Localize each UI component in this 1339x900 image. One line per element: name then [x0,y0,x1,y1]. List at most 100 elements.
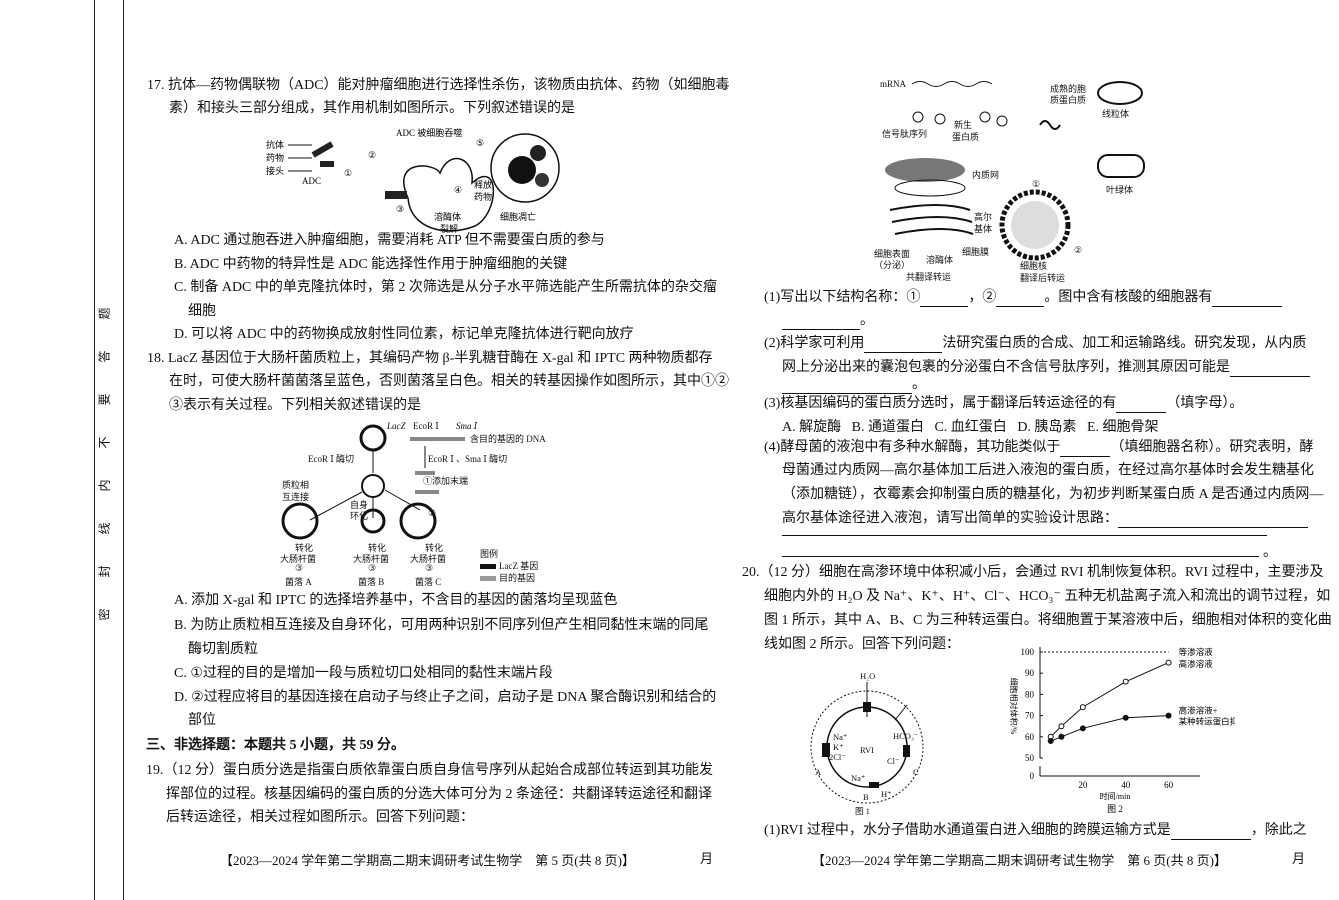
answer-line[interactable] [782,556,1259,557]
page-footer-5: 【2023—2024 学年第二学期高二期末调研考试生物学 第 5 页(共 8 页… [220,853,635,868]
answer-blank-8[interactable] [1118,513,1308,528]
label-golgi-1: 高尔 [974,211,992,222]
q19-part-2-cont: 网上分泌出来的囊泡包裹的分泌蛋白不含信号肽序列，推测其原因可能是 [782,359,1310,377]
q18-option-a: A. 添加 X-gal 和 IPTC 的选择培养基中，不含目的基因的菌落均呈现蓝… [174,593,618,608]
folded-protein-icon [1039,120,1061,130]
q18-option-d: D. ②过程应将目的基因连接在启动子与终止子之间，启动子是 DNA 聚合酶识别和… [174,690,717,705]
x-axis-label: 时间/min [1100,791,1131,801]
q18-stem-2: 在时，可使大肠杆菌菌落呈蓝色，否则菌落呈白色。相关的转基因操作如图所示，其中①② [169,374,729,389]
label-b: B [863,792,869,802]
y-tick-label: 0 [1030,771,1035,781]
answer-blank-7[interactable] [1060,442,1111,457]
q17-stem-2: 素）和接头三部分组成，其作用机制如图所示。下列叙述错误的是 [169,101,575,116]
label-mrna: mRNA [880,79,907,89]
x-tick-label: 40 [1121,780,1131,790]
q20-stem-4: 线如图 2 所示。回答下列问题： [764,637,960,652]
section-heading: 三、非选择题：本题共 5 小题，共 59 分。 [146,738,405,753]
q20-stem-2: 细胞内外的 H₂O 及 Na⁺、K⁺、H⁺、Cl⁻、HCO₃⁻ 五种无机盐离子流… [764,589,1331,604]
answer-blank-2[interactable] [996,292,1045,307]
data-point [1122,714,1129,721]
seal-char: 内 [97,479,112,492]
figure-1-caption: 图 1 [855,806,870,816]
label-target-dna: 含目的基因的 DNA [470,433,546,444]
label-nucleus: 细胞核 [1020,260,1047,271]
data-point [1079,704,1086,711]
series-line [1050,662,1169,738]
data-point [1079,725,1086,732]
label-engulfed: ADC 被细胞吞噬 [396,127,462,138]
q18-option-b: B. 为防止质粒相互连接及自身环化，可用两种识别不同序列但产生相同黏性末端的同尾 [174,618,709,633]
y-axis-label: 细胞相对体积/% [1009,678,1019,735]
q19-protein-sorting-figure: mRNA 信号肽序列 新生 蛋白质 内质网 高尔 基体 细胞表面 （分泌） 溶酶… [874,79,1145,283]
label-nascent-2: 蛋白质 [952,131,979,142]
label-mutual-2: 互连接 [282,491,309,502]
q20-stem-3: 图 1 所示，其中 A、B、C 为三种转运蛋白。将细胞置于某溶液中后，细胞相对体… [764,613,1332,628]
label-k: K⁺ [833,742,844,752]
q20-figure-1: H₂O Na⁺ K⁺ 2Cl⁻ RVI HCO₃⁻ Cl⁻ A C Na⁺ H⁺… [810,671,924,816]
label-mutual-1: 质粒相 [282,479,309,490]
step-2: ② [368,150,376,160]
x-tick-label: 60 [1164,780,1174,790]
q17-option-c-cont: 细胞 [188,304,216,319]
x-tick-label: 20 [1078,780,1088,790]
legend-lacz: LacZ 基因 [480,559,538,572]
label-chloroplast: 叶绿体 [1106,184,1133,195]
answer-blank-6[interactable] [1116,398,1167,413]
data-point [1165,659,1172,666]
seal-line-right [123,0,124,900]
step-3: ③ [396,204,404,214]
label-golgi-2: 基体 [974,223,992,234]
step-5: ⑤ [476,138,484,148]
q19-stem-2: 挥部位的过程。核基因编码的蛋白质的分选大体可分为 2 条途径：共翻译转运途径和翻… [166,787,712,802]
seal-char: 题 [97,307,112,320]
label-h: H⁺ [881,789,892,799]
data-point [1058,723,1065,730]
label: 转化 [295,543,314,553]
answer-blank-3[interactable] [1212,292,1283,307]
label: ③ [295,563,304,573]
label-membrane: 细胞膜 [962,246,989,257]
label-er: 内质网 [972,169,999,180]
answer-blank-3b[interactable] [782,315,860,330]
label-surface-2: （分泌） [874,259,910,270]
q17-option-c: C. 制备 ADC 中的单克隆抗体时，第 2 次筛选是从分子水平筛选能产生所需抗… [174,280,717,295]
label-lysosome: 溶酶体 [926,254,953,265]
marker-2: ② [1074,245,1082,255]
label-na: Na⁺ [833,732,847,742]
step-1: ① [344,168,352,178]
q18-option-d-cont: 部位 [188,713,216,728]
answer-blank-5b[interactable] [782,379,912,394]
y-tick-label: 100 [1021,647,1035,657]
label: 菌落 B [358,577,385,587]
label-na2: Na⁺ [851,773,865,783]
q19-part-1-cont: 。 [782,312,874,330]
answer-blank-1[interactable] [920,292,969,307]
label-self-1: 自身 [350,499,368,510]
data-point [1058,733,1065,740]
answer-blank-9[interactable] [1170,825,1251,840]
q19-stem-1: 19.（12 分）蛋白质分选是指蛋白质依靠蛋白质自身信号序列从起始合成部位转运到… [146,763,713,778]
label-rvi: RVI [860,745,874,755]
label-linker: 接头 [266,165,284,176]
answer-blank-5[interactable] [1230,362,1310,377]
footer-mark: 月 [700,851,714,866]
q19-part-4-l2: 母菌通过内质网—高尔基体加工后进入液泡的蛋白质，在经过高尔基体时会发生糖基化 [782,463,1314,478]
seal-char: 线 [97,522,112,535]
period: 。 [1263,545,1277,560]
legend-label: 某种转运蛋白抑制剂 [1179,716,1235,726]
answer-line[interactable] [782,535,1267,536]
data-point [1047,738,1054,745]
label: 转化 [368,543,387,553]
q18-stem-1: 18. LacZ 基因位于大肠杆菌质粒上，其编码产物 β-半乳糖苷酶在 X-ga… [147,351,713,366]
answer-blank-4[interactable] [864,338,943,353]
q17-option-b: B. ADC 中药物的特异性是 ADC 能选择性作用于肿瘤细胞的关键 [174,257,568,272]
q19-part-3-options: A. 解旋酶 B. 通道蛋白 C. 血红蛋白 D. 胰岛素 E. 细胞骨架 [782,420,1159,435]
label-surface-1: 细胞表面 [874,248,910,259]
label: 菌落 C [415,577,442,587]
q19-part-4-l4: 高尔基体途径进入液泡，请写出简单的实验设计思路： [782,510,1308,528]
q18-transgenic-figure: LacZ EcoR Ⅰ Sma Ⅰ 含目的基因的 DNA EcoR Ⅰ 酶切 E… [282,421,546,521]
chart-title: 图 2 [1107,804,1123,814]
label-both-cut: EcoR Ⅰ 、Sma Ⅰ 酶切 [428,453,507,464]
y-tick-label: 80 [1025,689,1035,699]
q17-option-a: A. ADC 通过胞吞进入肿瘤细胞，需要消耗 ATP 但不需要蛋白质的参与 [174,233,605,248]
